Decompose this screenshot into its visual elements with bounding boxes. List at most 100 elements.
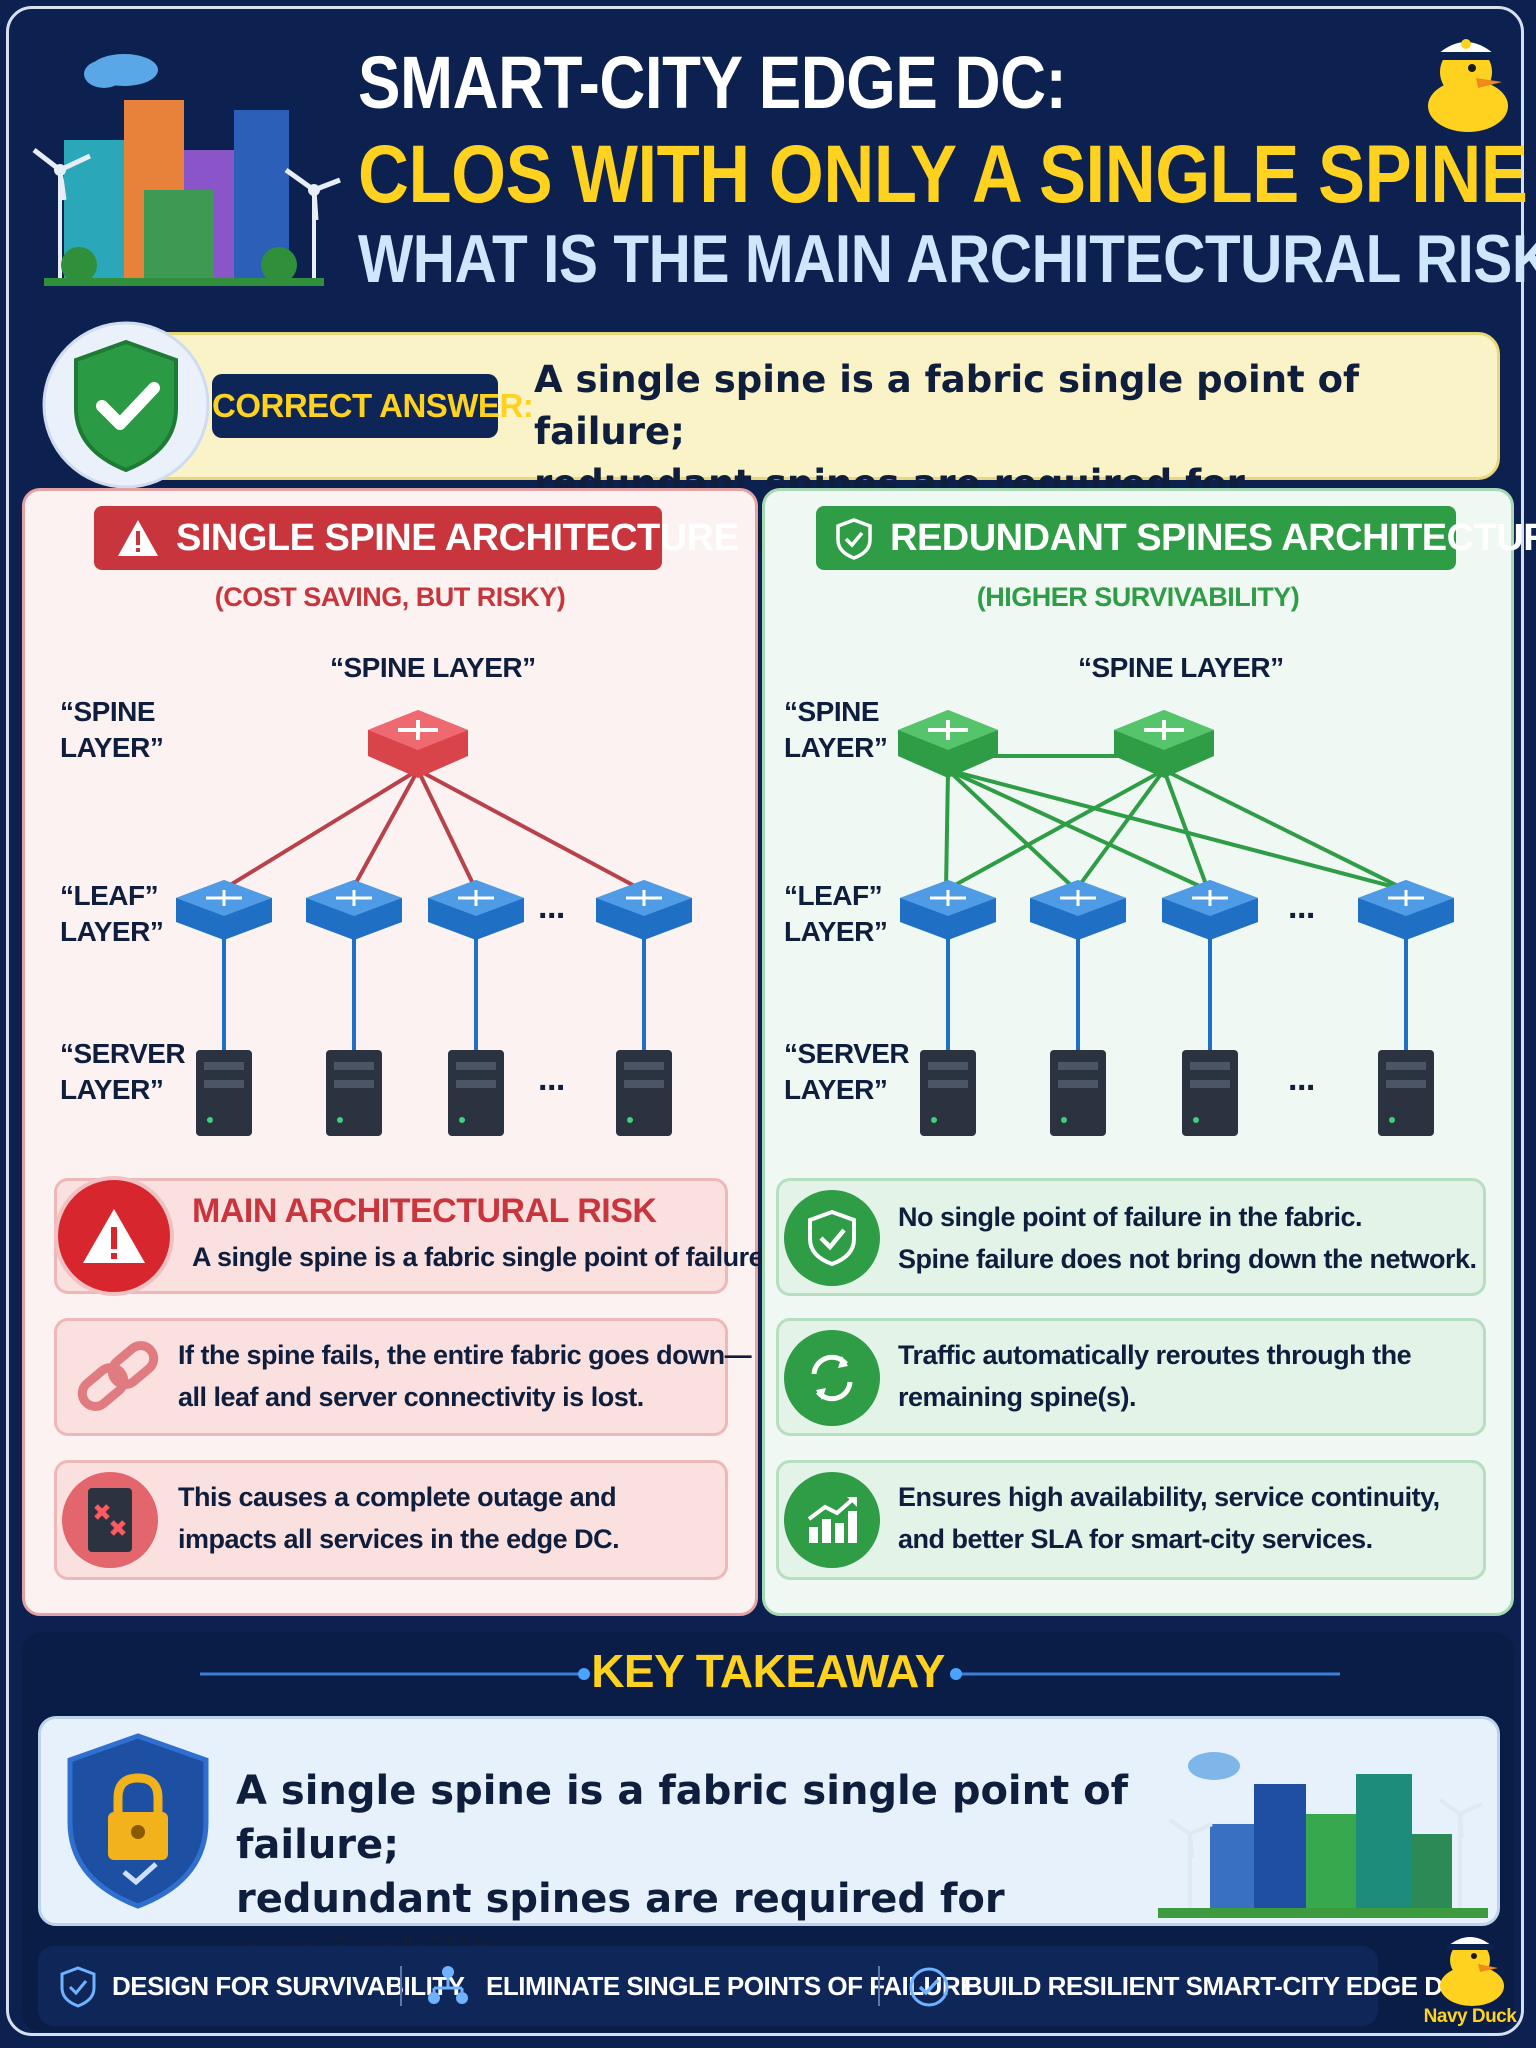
key-takeaway-title: KEY TAKEAWAY [591, 1645, 945, 1697]
server-fail-icon [62, 1472, 158, 1568]
left-server-label-a: “SERVER [60, 1038, 186, 1069]
right-leaf-label: “LEAF” LAYER” [784, 878, 888, 950]
no-spof-text: No single point of failure in the fabric… [898, 1196, 1477, 1280]
left-leaf-label-b: LAYER” [60, 916, 164, 947]
leaf-switch [1162, 880, 1258, 940]
reroute-line-2: remaining spine(s). [898, 1382, 1137, 1412]
single-spine-title: SINGLE SPINE ARCHITECTURE [176, 517, 739, 559]
right-leaf-ellipsis: ... [1288, 888, 1315, 926]
outage-line-2: impacts all services in the edge DC. [178, 1524, 620, 1554]
chain-link-icon [77, 1341, 159, 1411]
left-spine-label-a: “SPINE [60, 696, 156, 727]
check-circle-icon [909, 1967, 949, 2007]
takeaway-divider [200, 1668, 1340, 1680]
right-server-label: “SERVER LAYER” [784, 1036, 910, 1108]
outage-card [54, 1460, 728, 1580]
server [920, 1050, 976, 1136]
left-leaf-ellipsis: ... [538, 888, 565, 926]
single-spine-heading: SINGLE SPINE ARCHITECTURE [94, 506, 739, 570]
duck-icon [1428, 39, 1508, 132]
left-leaf-label-a: “LEAF” [60, 880, 159, 911]
spine-leaf-link [417, 768, 643, 892]
redundant-spines-subtitle: (HIGHER SURVIVABILITY) [976, 582, 1300, 612]
outage-text: This causes a complete outage and impact… [178, 1476, 620, 1560]
main-risk-text: A single spine is a fabric single point … [192, 1242, 771, 1272]
leaf-switch [596, 880, 692, 940]
redundant-spines-title: REDUNDANT SPINES ARCHITECTURE [890, 517, 1536, 559]
availability-text: Ensures high availability, service conti… [898, 1476, 1440, 1560]
footer-divider [878, 1966, 880, 2006]
left-spine-label: “SPINE LAYER” [60, 694, 164, 766]
availability-line-2: and better SLA for smart-city services. [898, 1524, 1373, 1554]
title-line-2: CLOS WITH ONLY A SINGLE SPINE [358, 129, 1528, 220]
shield-check-icon [836, 518, 872, 560]
availability-card [776, 1460, 1486, 1580]
left-server-label: “SERVER LAYER” [60, 1036, 186, 1108]
duck-icon [1440, 1937, 1504, 2006]
warning-icon [118, 520, 158, 556]
footer-item-resilient: BUILD RESILIENT SMART-CITY EDGE DCs [964, 1971, 1475, 2001]
server [326, 1050, 382, 1136]
footer-item-eliminate-spof: ELIMINATE SINGLE POINTS OF FAILURE [486, 1971, 977, 2001]
shield-check-icon [784, 1190, 880, 1286]
footer-bar [38, 1946, 1378, 2026]
right-spine-label-a: “SPINE [784, 696, 880, 727]
city-illustration [1158, 1752, 1488, 1918]
reroute-text: Traffic automatically reroutes through t… [898, 1334, 1412, 1418]
takeaway-line-1: A single spine is a fabric single point … [236, 1768, 1129, 1868]
page-frame [6, 6, 1524, 2036]
no-spof-line-2: Spine failure does not bring down the ne… [898, 1244, 1477, 1274]
shield-check-icon [60, 1966, 96, 2008]
brand-label: Navy Duck [1423, 2006, 1517, 2027]
fabric-down-line-2: all leaf and server connectivity is lost… [178, 1382, 644, 1412]
warning-icon [54, 1176, 174, 1296]
leaf-switch [306, 880, 402, 940]
spine-switch [368, 710, 468, 778]
left-server-ellipsis: ... [538, 1060, 565, 1098]
left-spine-label-b: LAYER” [60, 732, 164, 763]
correct-answer-label: CORRECT ANSWER: [212, 374, 534, 438]
left-server-label-b: LAYER” [60, 1074, 164, 1105]
right-leaf-label-b: LAYER” [784, 916, 888, 947]
right-server-label-b: LAYER” [784, 1074, 888, 1105]
footer-divider [400, 1966, 402, 2006]
left-leaf-label: “LEAF” LAYER” [60, 878, 164, 950]
server [1378, 1050, 1434, 1136]
single-spine-topology-diagram [176, 710, 692, 1136]
right-server-label-a: “SERVER [784, 1038, 910, 1069]
leaf-switch [900, 880, 996, 940]
shield-check-icon [42, 321, 210, 489]
leaf-switch [1030, 880, 1126, 940]
no-spof-line-1: No single point of failure in the fabric… [898, 1202, 1363, 1232]
right-spine-label-b: LAYER” [784, 732, 888, 763]
reroute-line-1: Traffic automatically reroutes through t… [898, 1340, 1412, 1370]
single-spine-subtitle: (COST SAVING, BUT RISKY) [214, 582, 566, 612]
spine-switch [898, 710, 998, 778]
server [616, 1050, 672, 1136]
leaf-switch [1358, 880, 1454, 940]
right-spine-top-label: “SPINE LAYER” [1078, 652, 1284, 683]
redundant-spines-heading: REDUNDANT SPINES ARCHITECTURE [816, 506, 1536, 570]
right-spine-label: “SPINE LAYER” [784, 694, 888, 766]
availability-line-1: Ensures high availability, service conti… [898, 1482, 1440, 1512]
leaf-switch [176, 880, 272, 940]
title-line-3: WHAT IS THE MAIN ARCHITECTURAL RISK? [358, 221, 1536, 297]
server [1050, 1050, 1106, 1136]
refresh-icon [784, 1330, 880, 1426]
title-line-1: SMART-CITY EDGE DC: [358, 41, 1067, 124]
right-leaf-label-a: “LEAF” [784, 880, 883, 911]
main-risk-title: MAIN ARCHITECTURAL RISK [192, 1192, 657, 1230]
fabric-down-text: If the spine fails, the entire fabric go… [178, 1334, 752, 1418]
outage-line-1: This causes a complete outage and [178, 1482, 617, 1512]
city-illustration [32, 54, 341, 286]
server [448, 1050, 504, 1136]
no-spof-card [776, 1178, 1486, 1296]
right-server-ellipsis: ... [1288, 1060, 1315, 1098]
redundant-spines-topology-diagram [898, 710, 1454, 1136]
server [196, 1050, 252, 1136]
fabric-down-line-1: If the spine fails, the entire fabric go… [178, 1340, 752, 1370]
lock-shield-icon [67, 1733, 209, 1909]
server [1182, 1050, 1238, 1136]
fabric-down-card [54, 1318, 728, 1436]
